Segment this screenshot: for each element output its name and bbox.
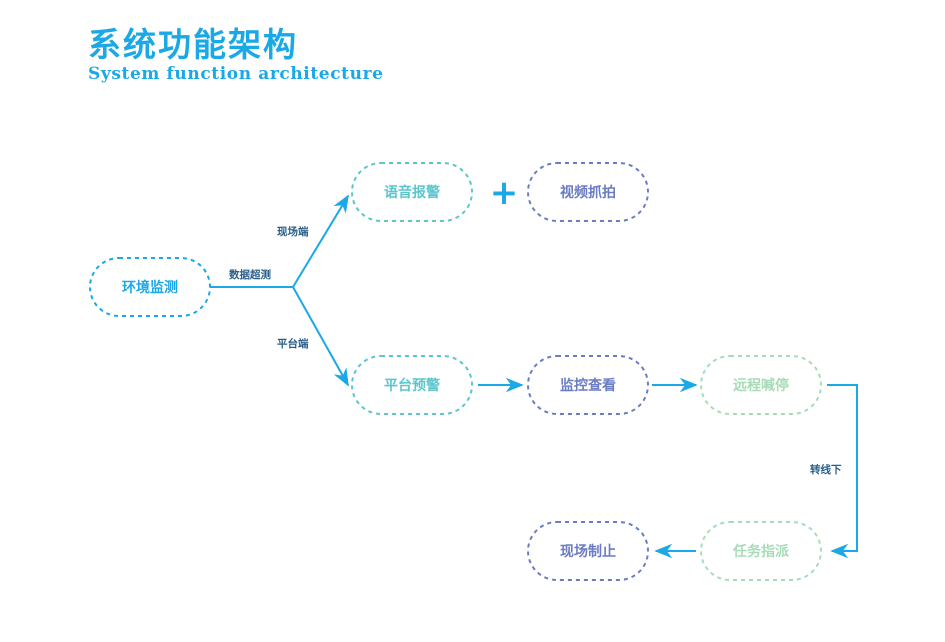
node-label-video-capture: 视频抓拍 bbox=[560, 184, 616, 201]
edge-remote-to-task bbox=[827, 384, 858, 559]
page-title: 系统功能架构 bbox=[88, 25, 298, 64]
connectors bbox=[210, 194, 858, 559]
node-label-monitor-view: 监控查看 bbox=[560, 377, 616, 394]
edge-branch-to-voice-alarm bbox=[292, 194, 349, 288]
node-task-dispatch: 任务指派 bbox=[700, 521, 822, 581]
node-site-stop: 现场制止 bbox=[527, 521, 649, 581]
node-label-env-monitor: 环境监测 bbox=[122, 279, 178, 296]
node-env-monitor: 环境监测 bbox=[89, 257, 211, 317]
node-label-site-stop: 现场制止 bbox=[560, 543, 616, 560]
edge-label-offline: 转线下 bbox=[810, 463, 842, 476]
node-label-task-dispatch: 任务指派 bbox=[732, 543, 790, 560]
edge-label-platform: 平台端 bbox=[277, 337, 309, 350]
node-voice-alarm: 语音报警 bbox=[351, 162, 473, 222]
node-label-remote-shout: 远程喊停 bbox=[733, 377, 789, 394]
node-label-voice-alarm: 语音报警 bbox=[384, 184, 440, 201]
plus-icon: + bbox=[490, 173, 519, 213]
node-remote-shout: 远程喊停 bbox=[700, 355, 822, 415]
node-label-platform-alert: 平台预警 bbox=[384, 377, 440, 394]
edge-label-data-exceed: 数据超测 bbox=[228, 268, 271, 281]
node-video-capture: 视频抓拍 bbox=[527, 162, 649, 222]
node-platform-alert: 平台预警 bbox=[351, 355, 473, 415]
page-subtitle: System function architecture bbox=[88, 64, 384, 84]
node-monitor-view: 监控查看 bbox=[527, 355, 649, 415]
edge-label-onsite: 现场端 bbox=[277, 225, 309, 238]
edge-branch-to-platform-alert bbox=[292, 286, 349, 387]
